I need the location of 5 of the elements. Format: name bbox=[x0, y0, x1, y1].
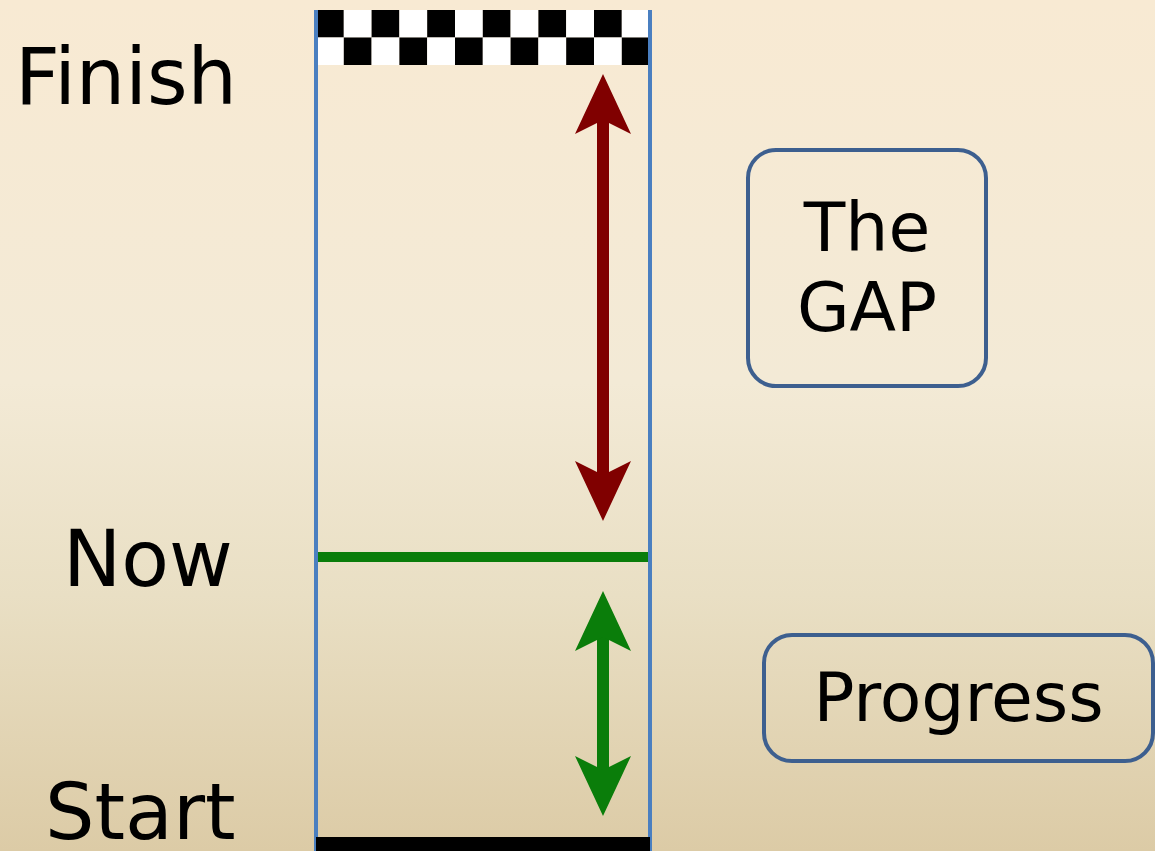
stage-label: Finish bbox=[15, 38, 238, 116]
callout-box: The GAP bbox=[746, 148, 988, 388]
callout-box: Progress bbox=[762, 633, 1155, 763]
stage-label: Now bbox=[63, 520, 233, 598]
stage-label: Start bbox=[45, 773, 236, 851]
